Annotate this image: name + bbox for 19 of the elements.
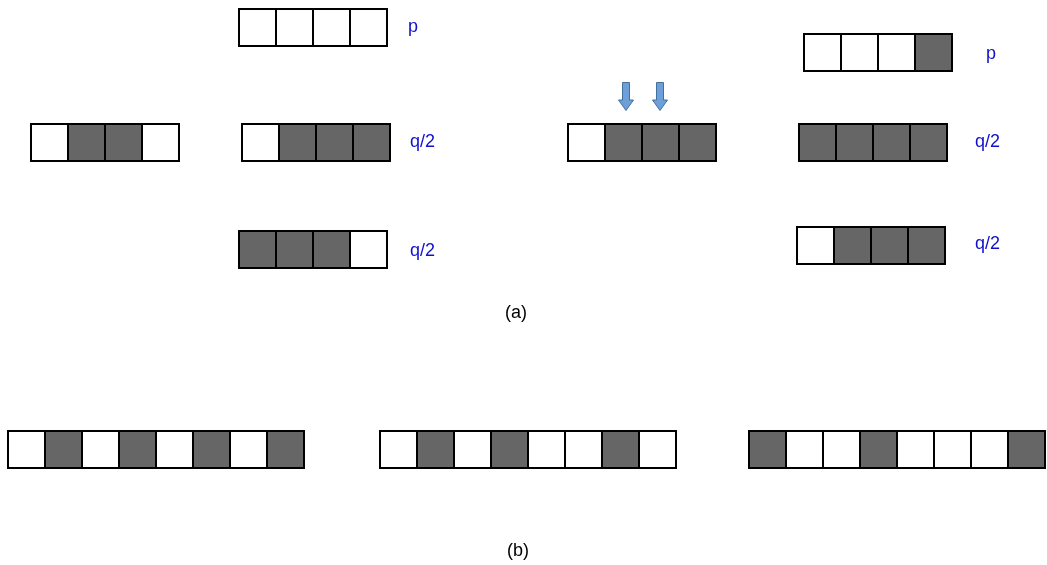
cell-strip [30, 123, 180, 162]
probability-label: p [986, 43, 996, 63]
cell-strip [7, 430, 305, 469]
cell-strip [796, 226, 946, 265]
cell-strip [798, 123, 948, 162]
probability-label: q/2 [410, 240, 436, 260]
panel-label: (a) [505, 302, 527, 322]
probability-label: q/2 [410, 131, 436, 151]
cell-strip [748, 430, 1046, 469]
cell-strip [241, 123, 391, 162]
cell-strip [379, 430, 677, 469]
cell-strip [567, 123, 717, 162]
cell-strip [238, 8, 388, 47]
cell-strip [238, 230, 388, 269]
probability-label: p [408, 16, 418, 36]
panel-label: (b) [507, 540, 529, 560]
cell-strip [803, 33, 953, 72]
probability-label: q/2 [975, 233, 1001, 253]
probability-label: q/2 [975, 131, 1001, 151]
